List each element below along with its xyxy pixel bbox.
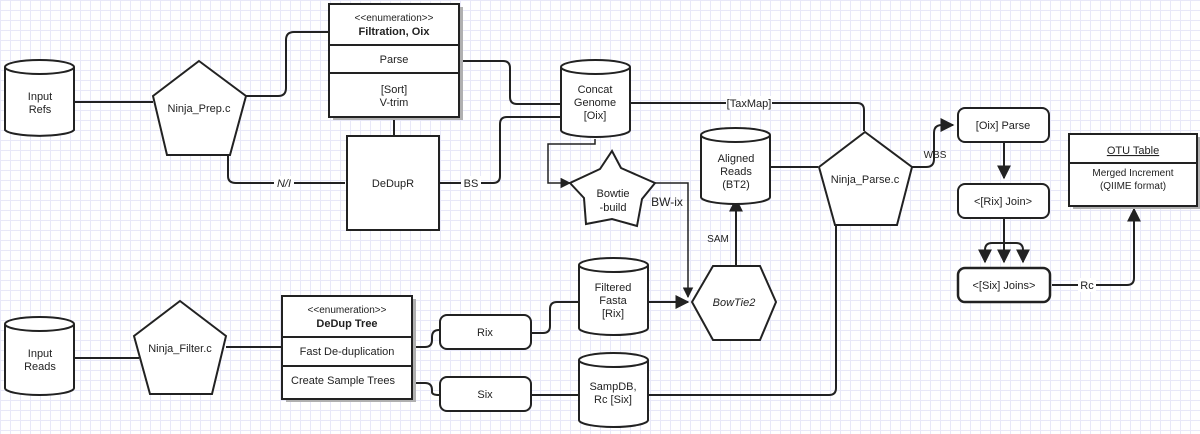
filtered-fasta-label-1: Filtered	[595, 282, 632, 294]
rix-join-label: <[Rix] Join>	[974, 196, 1032, 208]
edge-dedupr-concat[interactable]	[438, 116, 560, 184]
dedup-tree-title: DeDup Tree	[316, 318, 377, 330]
edge-label-ni: N/I	[277, 178, 291, 190]
node-filtered-fasta[interactable]: Filtered Fasta [Rix]	[578, 257, 649, 336]
edge-label-bs: BS	[464, 178, 479, 190]
node-otu-table[interactable]: OTU Table Merged Increment (QIIME format…	[1068, 133, 1200, 209]
sampdb-label-2: Rc [Six]	[594, 394, 632, 406]
node-ninja-prep[interactable]: Ninja_Prep.c	[151, 59, 248, 156]
node-bowtie-build[interactable]: Bowtie -build	[568, 149, 657, 228]
edge-label-wbs: WBS	[924, 150, 947, 161]
six-label: Six	[477, 389, 493, 401]
otu-table-row-1: Merged Increment	[1092, 168, 1173, 179]
concat-genome-label-1: Concat	[578, 84, 613, 96]
edge-rixjoin-sixjoins-right[interactable]	[1004, 242, 1030, 264]
bowtie-build-label-2: -build	[600, 202, 627, 214]
node-six-joins[interactable]: <[Six] Joins>	[956, 266, 1052, 304]
otu-table-title: OTU Table	[1107, 145, 1159, 157]
sampdb-label-1: SampDB,	[589, 381, 636, 393]
edge-rixjoin-sixjoins-left[interactable]	[978, 242, 1004, 264]
edge-sampdb-ninjaparse[interactable]	[648, 225, 837, 396]
edges	[74, 31, 1141, 396]
node-bowtie2[interactable]: BowTie2	[690, 265, 778, 341]
node-rix-join[interactable]: <[Rix] Join>	[957, 183, 1050, 219]
otu-table-row-2: (QIIME format)	[1100, 181, 1166, 192]
edge-label-sam: SAM	[707, 234, 729, 245]
filtration-row-parse[interactable]: Parse	[380, 54, 409, 66]
six-joins-label: <[Six] Joins>	[973, 280, 1036, 292]
node-oix-parse[interactable]: [Oix] Parse	[957, 107, 1050, 143]
edge-ninjaparse-oixparse[interactable]	[912, 118, 955, 168]
bowtie2-label: BowTie2	[713, 297, 756, 309]
input-refs-label-2: Refs	[29, 104, 52, 116]
ninja-prep-label: Ninja_Prep.c	[168, 103, 231, 115]
edge-bowtiebuild-bowtie2[interactable]	[655, 182, 694, 299]
edge-parse-concat[interactable]	[458, 60, 560, 105]
node-six[interactable]: Six	[439, 376, 532, 412]
node-ninja-parse[interactable]: Ninja_Parse.c	[817, 130, 914, 226]
edge-rix-filteredfasta[interactable]	[531, 301, 578, 334]
input-reads-label-2: Reads	[24, 361, 56, 373]
concat-genome-label-2: Genome	[574, 97, 616, 109]
filtration-title: Filtration, Oix	[359, 26, 431, 38]
concat-genome-label-3: [Oix]	[584, 110, 607, 122]
filtered-fasta-label-3: [Rix]	[602, 308, 624, 320]
node-rix[interactable]: Rix	[439, 314, 532, 350]
node-aligned-reads[interactable]: Aligned Reads (BT2)	[700, 127, 771, 205]
filtration-row-sort[interactable]: [Sort]	[381, 84, 407, 96]
dedup-tree-row-fast[interactable]: Fast De-duplication	[300, 346, 395, 358]
edge-label-rc: Rc	[1080, 280, 1094, 292]
ninja-parse-label: Ninja_Parse.c	[831, 174, 900, 186]
edge-label-bw-ix: BW-ix	[651, 195, 683, 209]
edge-label-taxmap: [TaxMap]	[727, 98, 772, 110]
edge-concat-bowtiebuild[interactable]	[547, 139, 596, 189]
dedup-tree-stereotype: <<enumeration>>	[308, 305, 387, 316]
node-sampdb[interactable]: SampDB, Rc [Six]	[578, 352, 649, 428]
node-dedup-tree-enum[interactable]: <<enumeration>> DeDup Tree Fast De-dupli…	[281, 295, 416, 402]
dedupr-label: DeDupR	[372, 178, 414, 190]
edge-createtrees-six[interactable]	[412, 382, 440, 396]
input-refs-label-1: Input	[28, 91, 52, 103]
aligned-reads-label-3: (BT2)	[722, 179, 750, 191]
filtration-stereotype: <<enumeration>>	[355, 13, 434, 24]
filtered-fasta-label-2: Fasta	[599, 295, 627, 307]
node-concat-genome[interactable]: Concat Genome [Oix]	[560, 59, 631, 138]
input-reads-label-1: Input	[28, 348, 52, 360]
edge-labels: N/I BS [TaxMap] BW-ix SAM WBS Rc	[274, 96, 1096, 292]
edge-fastdedup-rix[interactable]	[412, 329, 440, 348]
node-filtration-enum[interactable]: <<enumeration>> Filtration, Oix Parse [S…	[328, 3, 463, 120]
edge-ninjaprep-dedupr[interactable]	[227, 155, 345, 184]
dedup-tree-row-create[interactable]: Create Sample Trees	[291, 375, 395, 387]
ninja-filter-label: Ninja_Filter.c	[148, 343, 212, 355]
rix-label: Rix	[477, 327, 493, 339]
edge-ninjaprep-filtration[interactable]	[246, 31, 330, 97]
node-ninja-filter[interactable]: Ninja_Filter.c	[132, 299, 228, 395]
bowtie-build-label-1: Bowtie	[596, 188, 629, 200]
node-input-refs[interactable]: Input Refs	[4, 59, 75, 137]
aligned-reads-label-2: Reads	[720, 166, 752, 178]
filtration-row-vtrim[interactable]: V-trim	[380, 97, 409, 109]
edge-concat-ninjaparse[interactable]	[630, 102, 865, 131]
node-dedupr[interactable]: DeDupR	[346, 135, 440, 231]
aligned-reads-label-1: Aligned	[718, 153, 755, 165]
oix-parse-label: [Oix] Parse	[976, 120, 1030, 132]
edge-sixjoins-otutable[interactable]	[1052, 207, 1141, 286]
node-input-reads[interactable]: Input Reads	[4, 316, 75, 396]
